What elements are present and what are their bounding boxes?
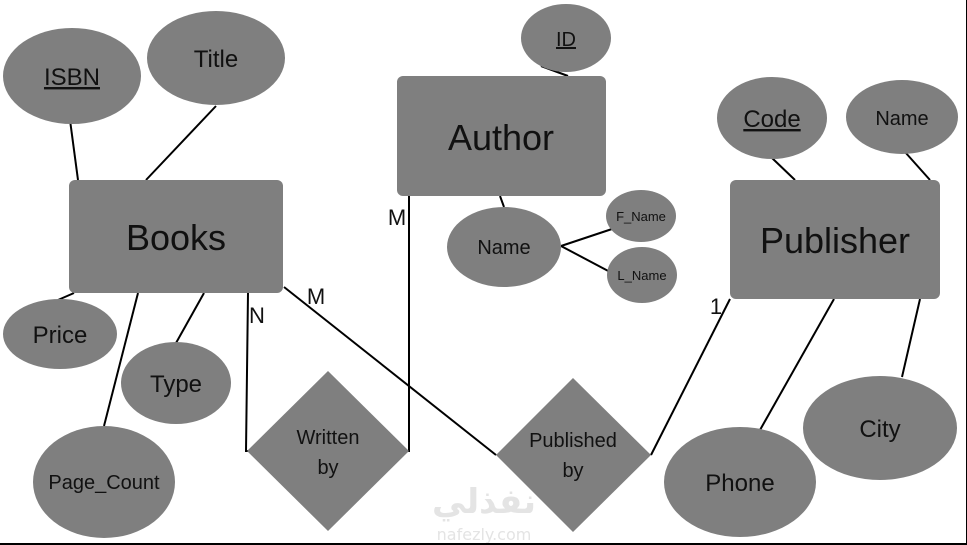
attribute-id-label: ID bbox=[556, 29, 576, 51]
relationship-written-by[interactable]: Written by bbox=[247, 371, 409, 531]
line-price-books bbox=[57, 292, 75, 301]
attribute-price-label: Price bbox=[33, 322, 88, 349]
line-title-books bbox=[145, 105, 217, 181]
attribute-f-name-label: F_Name bbox=[616, 209, 666, 224]
watermark: نفذلي nafezly.com bbox=[432, 482, 536, 544]
attribute-phone-label: Phone bbox=[705, 470, 774, 497]
entity-books-box bbox=[69, 180, 283, 293]
cardinality-books-published: M bbox=[307, 284, 325, 309]
line-lname-name bbox=[560, 245, 613, 274]
attribute-page-count[interactable]: Page_Count bbox=[33, 426, 175, 538]
line-fname-name bbox=[560, 228, 613, 247]
cardinality-author-written: M bbox=[388, 205, 406, 230]
entity-author-label: Author bbox=[448, 117, 554, 158]
cardinality-books-written: N bbox=[249, 303, 265, 328]
relationship-published-by-label-line2: by bbox=[562, 460, 583, 482]
line-author-writtenby bbox=[408, 196, 410, 452]
attribute-author-name[interactable]: Name bbox=[447, 207, 561, 287]
line-code-publisher bbox=[771, 157, 796, 181]
attribute-publisher-name[interactable]: Name bbox=[846, 80, 958, 154]
watermark-arabic: نفذلي bbox=[432, 482, 536, 522]
attribute-phone[interactable]: Phone bbox=[664, 427, 816, 537]
cardinality-publisher-published: 1 bbox=[710, 294, 722, 319]
attribute-l-name-label: L_Name bbox=[617, 268, 666, 283]
line-pubname-publisher bbox=[904, 151, 931, 181]
relationship-published-by-diamond bbox=[496, 378, 651, 532]
attribute-title-label: Title bbox=[194, 46, 238, 73]
attribute-page-count-label: Page_Count bbox=[48, 472, 160, 494]
entity-books-label: Books bbox=[126, 217, 226, 258]
relationship-published-by[interactable]: Published by bbox=[496, 378, 651, 532]
line-pagecount-books bbox=[103, 292, 139, 427]
attribute-f-name[interactable]: F_Name bbox=[606, 190, 676, 242]
entity-publisher-box bbox=[730, 180, 940, 299]
attribute-price[interactable]: Price bbox=[3, 299, 117, 369]
cardinality-labels: N M M 1 bbox=[249, 205, 722, 328]
line-phone-publisher bbox=[759, 298, 835, 431]
relationship-written-by-diamond bbox=[247, 371, 409, 531]
attribute-city-label: City bbox=[859, 416, 900, 443]
entity-author[interactable]: Author bbox=[397, 76, 606, 196]
entity-author-box bbox=[397, 76, 606, 196]
line-books-publishedby bbox=[283, 286, 497, 456]
relationship-published-by-label-line1: Published bbox=[529, 430, 617, 452]
attribute-title[interactable]: Title bbox=[147, 11, 285, 105]
attribute-isbn[interactable]: ISBN bbox=[3, 28, 141, 124]
entity-publisher[interactable]: Publisher bbox=[730, 180, 940, 299]
attribute-code[interactable]: Code bbox=[717, 77, 827, 159]
line-books-writtenby bbox=[244, 292, 249, 452]
attribute-publisher-name-label: Name bbox=[875, 108, 928, 130]
attribute-author-name-label: Name bbox=[477, 237, 530, 259]
entity-books[interactable]: Books bbox=[69, 180, 283, 293]
entity-publisher-label: Publisher bbox=[760, 220, 910, 261]
attribute-l-name[interactable]: L_Name bbox=[607, 247, 677, 303]
attribute-code-label: Code bbox=[743, 106, 800, 133]
attribute-isbn-label: ISBN bbox=[44, 64, 100, 91]
line-isbn-books bbox=[69, 119, 79, 181]
watermark-latin: nafezly.com bbox=[437, 525, 532, 544]
attribute-type-label: Type bbox=[150, 371, 202, 398]
attribute-id[interactable]: ID bbox=[521, 4, 611, 72]
relationship-written-by-label-line2: by bbox=[317, 457, 338, 479]
line-publisher-publishedby bbox=[650, 298, 731, 456]
line-name-author bbox=[499, 195, 505, 208]
relationship-written-by-label-line1: Written bbox=[297, 427, 360, 449]
attribute-city[interactable]: City bbox=[803, 376, 957, 480]
attribute-type[interactable]: Type bbox=[121, 342, 231, 424]
line-city-publisher bbox=[901, 298, 921, 378]
line-type-books bbox=[175, 292, 205, 344]
